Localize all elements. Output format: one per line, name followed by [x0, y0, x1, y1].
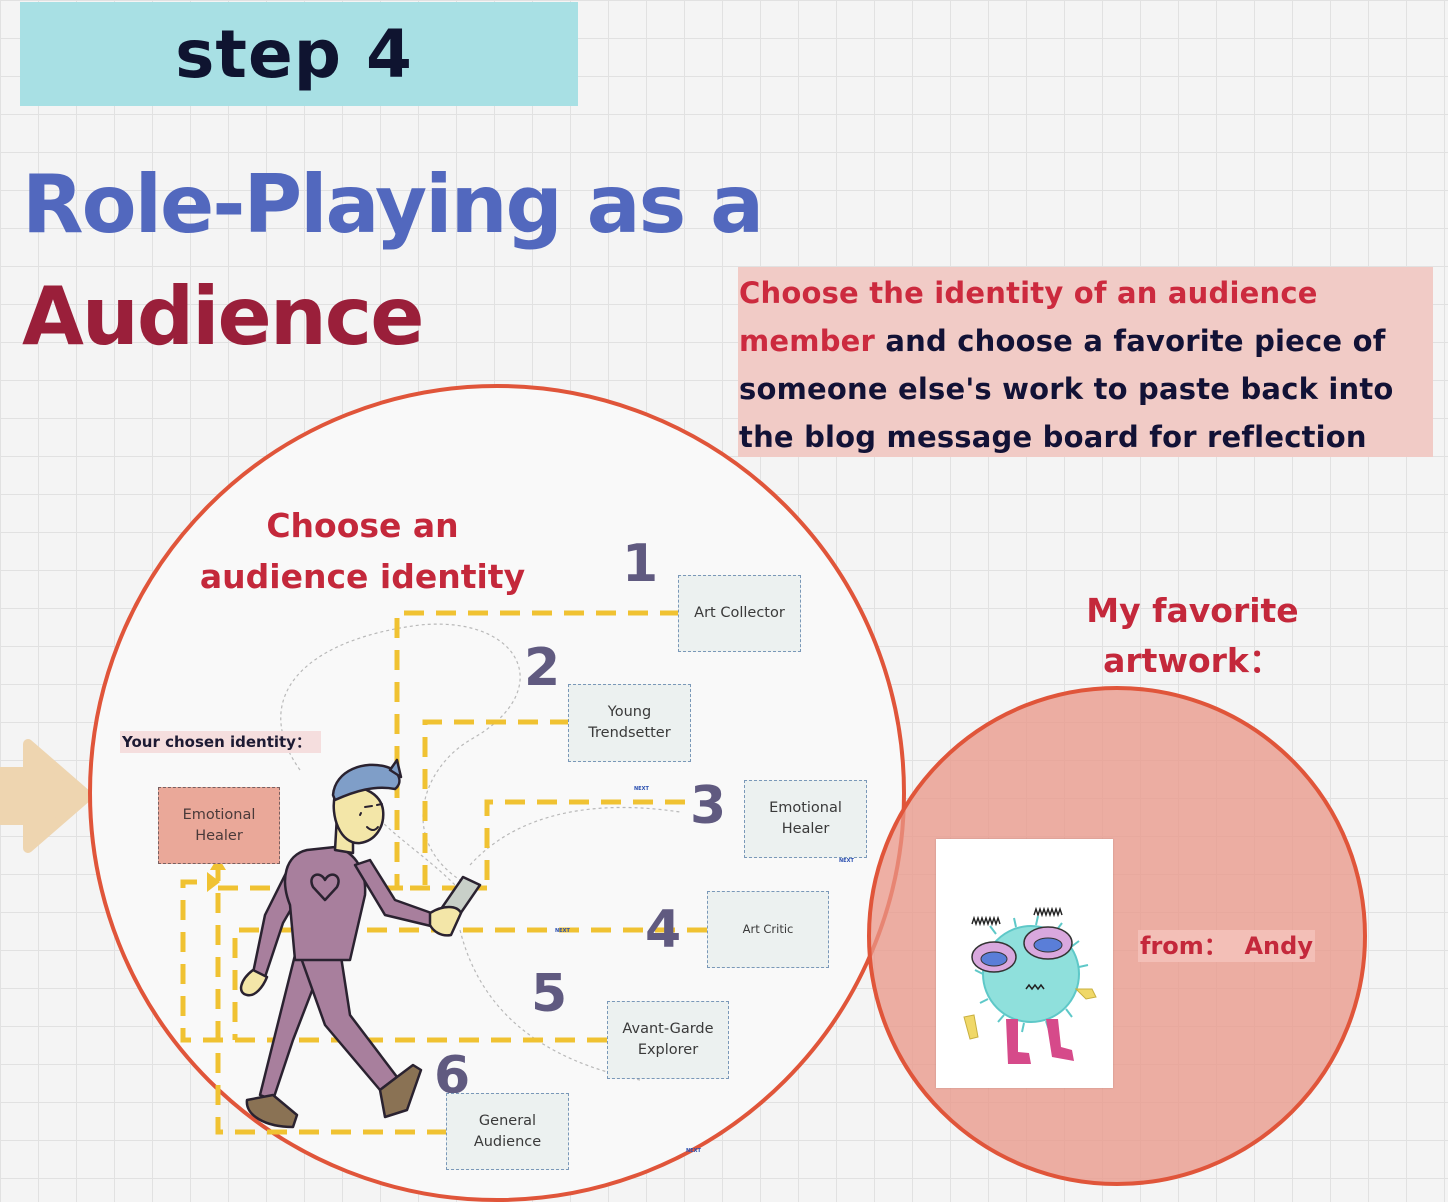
instruction-highlight: Choose the identity of an audience membe…	[739, 276, 1318, 358]
favorite-artwork-image[interactable]	[936, 839, 1113, 1088]
next-tag[interactable]: NEXT	[555, 928, 570, 934]
option-label: Young Trendsetter	[588, 704, 671, 741]
instruction-rest: and choose a favorite piece of someone e…	[739, 324, 1394, 454]
artwork-author-label: from： Andy	[1138, 930, 1315, 962]
next-tag[interactable]: NEXT	[634, 786, 649, 792]
option-general-audience[interactable]: General Audience	[446, 1093, 569, 1170]
walking-person-illustration	[239, 758, 482, 1129]
title-line-1: Role-Playing as a	[22, 158, 764, 251]
choose-identity-heading: Choose an audience identity	[199, 506, 526, 596]
option-label: General Audience	[473, 1112, 542, 1150]
option-art-critic[interactable]: Art Critic	[707, 891, 829, 968]
option-emotional-healer[interactable]: Emotional Healer	[744, 780, 867, 858]
option-label: Emotional Healer	[769, 800, 842, 837]
option-number-1: 1	[622, 534, 659, 594]
step-label: step 4	[175, 15, 413, 93]
option-number-5: 5	[531, 964, 568, 1024]
option-number-3: 3	[690, 776, 727, 836]
title-line-2: Audience	[22, 270, 424, 363]
option-young-trendsetter[interactable]: Young Trendsetter	[568, 684, 691, 762]
option-label: Art Collector	[694, 605, 785, 621]
option-label: Art Critic	[742, 922, 794, 936]
fuzzy-monster-drawing	[963, 906, 1097, 1064]
option-avant-garde-explorer[interactable]: Avant-Garde Explorer	[607, 1001, 729, 1079]
next-tag[interactable]: NEXT	[686, 1148, 701, 1154]
option-label: Avant-Garde Explorer	[622, 1021, 714, 1058]
step-banner: step 4	[20, 2, 578, 106]
arrow-right-icon	[0, 739, 92, 853]
instruction-text: Choose the identity of an audience membe…	[738, 267, 1433, 457]
option-number-2: 2	[524, 638, 561, 698]
option-art-collector[interactable]: Art Collector	[678, 575, 801, 652]
next-tag[interactable]: NEXT	[839, 858, 854, 864]
option-number-4: 4	[645, 900, 682, 960]
chosen-identity-value: Emotional Healer	[182, 806, 256, 844]
chosen-identity-box[interactable]: Emotional Healer	[158, 787, 280, 864]
favorite-artwork-heading: My favorite artwork：	[1086, 591, 1299, 680]
chosen-identity-label: Your chosen identity：	[120, 731, 321, 753]
